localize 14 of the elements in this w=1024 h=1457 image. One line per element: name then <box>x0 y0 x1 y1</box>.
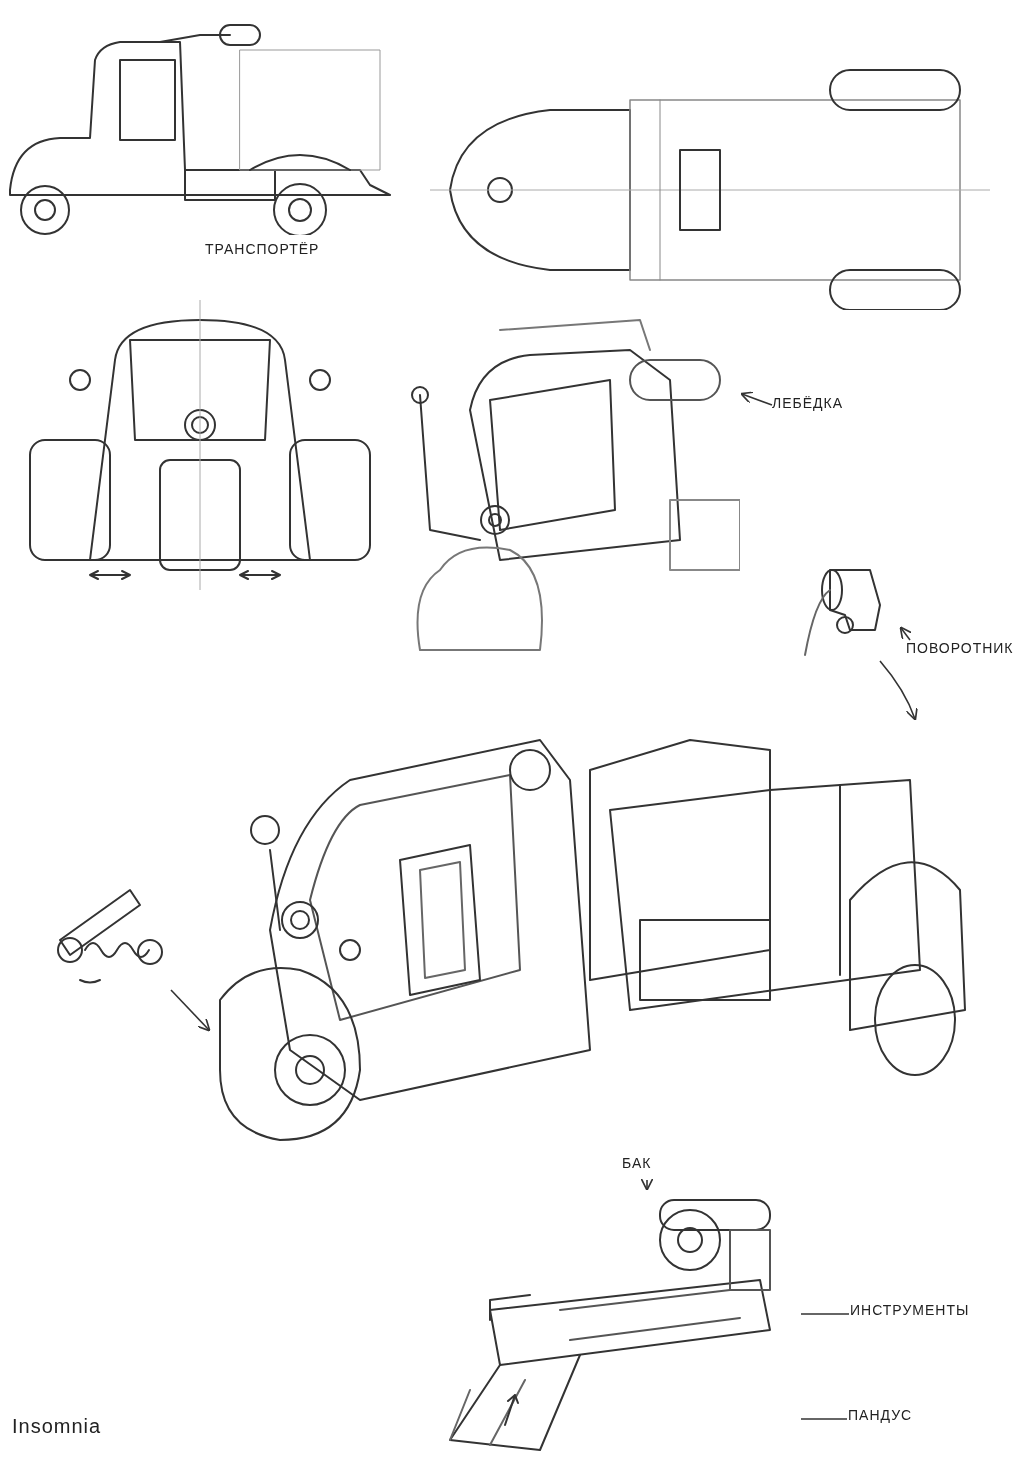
view-label: ТРАНСПОРТЁР <box>205 241 320 257</box>
leader-line <box>800 1418 848 1420</box>
leader-arrow <box>899 626 913 641</box>
leader-arrow <box>170 989 211 1032</box>
callout-label: БАК <box>622 1155 652 1171</box>
signature: Insomnia <box>12 1415 102 1438</box>
callout-label: ПОВОРОТНИК <box>906 640 1014 656</box>
leader-arrow <box>740 391 773 406</box>
leader-arrow <box>640 1178 654 1191</box>
callout-label: ЛЕБЁДКА <box>772 395 844 411</box>
callout-label: ПАНДУС <box>848 1407 913 1423</box>
leader-line <box>800 1313 850 1315</box>
callout-label: ИНСТРУМЕНТЫ <box>850 1302 970 1318</box>
leader-arrow <box>879 660 918 721</box>
